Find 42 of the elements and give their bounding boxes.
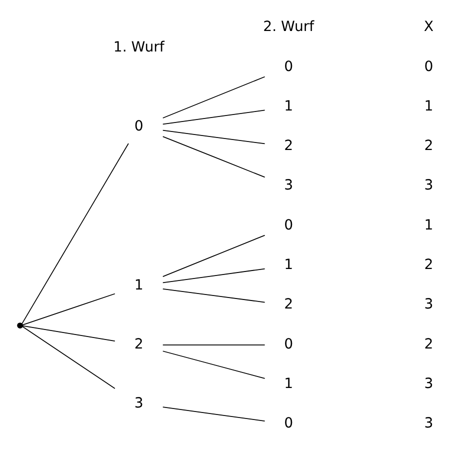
node-text: 0 [284, 336, 294, 352]
node-text: 1 [284, 256, 294, 273]
label: 2 [424, 138, 434, 154]
label: 1. Wurf [113, 39, 164, 56]
connector [22, 326, 116, 389]
node-text: 2 [134, 336, 144, 352]
connector [162, 288, 266, 303]
node-text: 3 [134, 395, 144, 412]
label: X [424, 19, 434, 36]
connector [162, 268, 266, 284]
connector [162, 110, 266, 125]
label: 3 [424, 178, 434, 194]
label: 3 [424, 296, 434, 313]
node-text: 2 [284, 138, 294, 154]
connector [162, 344, 266, 346]
connector [162, 130, 266, 144]
label: 1 [424, 98, 434, 114]
node-text: 1 [284, 376, 294, 392]
node-text: 0 [284, 416, 294, 432]
node-circle [17, 322, 24, 329]
connector [22, 143, 129, 324]
connector [22, 293, 116, 326]
label: 0 [424, 58, 434, 75]
node-text: 1 [284, 98, 294, 114]
label: 1 [424, 217, 434, 234]
connector [162, 406, 266, 422]
node-text: 0 [284, 217, 294, 234]
connector [162, 234, 266, 277]
label: 3 [424, 416, 434, 432]
label: 2 [424, 256, 434, 273]
connector [162, 76, 266, 118]
node-text: 2 [284, 296, 294, 313]
connector [162, 136, 266, 178]
label: 2 [424, 336, 434, 352]
connector [22, 325, 116, 342]
node-text: 0 [134, 118, 144, 135]
node-text: 0 [284, 58, 294, 75]
node-text: 3 [284, 178, 294, 194]
connector [162, 350, 266, 379]
node-text: 1 [134, 277, 144, 294]
label: 3 [424, 376, 434, 392]
label: 2. Wurf [263, 19, 314, 36]
